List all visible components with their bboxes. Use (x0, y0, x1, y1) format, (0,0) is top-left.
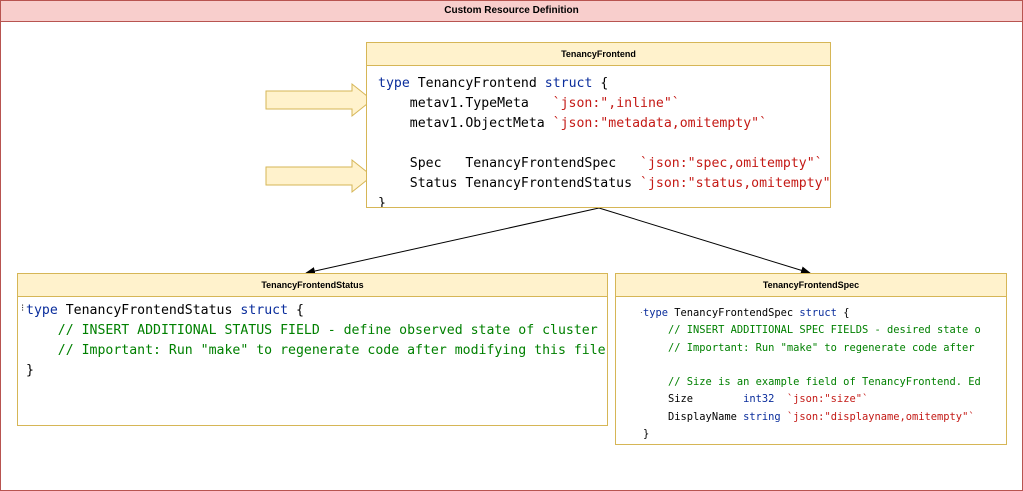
code-token: TenancyFrontendStatus (57, 303, 241, 318)
code-token: // Size is an example field of TenancyFr… (643, 376, 981, 389)
connector-to-spec (598, 207, 811, 275)
code-line: type TenancyFrontendSpec struct { (643, 307, 849, 319)
code-token: `json:"spec,omitempty"` (640, 156, 823, 171)
code-token: TenancyFrontendSpec (668, 307, 800, 319)
code-block: type TenancyFrontendSpec struct { // INS… (643, 305, 981, 443)
code-line: Size int32 `json:"size"` (643, 393, 868, 405)
code-line: type TenancyFrontendStatus struct { (26, 303, 304, 318)
code-token: int32 (743, 393, 775, 406)
right-arrow-icon (265, 158, 373, 194)
connector-to-status (305, 207, 600, 275)
tenancy-frontend-box: TenancyFrontend type TenancyFrontend str… (366, 42, 831, 208)
code-block: type TenancyFrontend struct { metav1.Typ… (378, 74, 830, 207)
code-token: type (378, 76, 410, 91)
code-token: { (592, 76, 609, 91)
container-title: Custom Resource Definition (1, 1, 1022, 22)
code-token: `json:"size"` (786, 393, 869, 406)
code-token: struct (799, 307, 837, 319)
code-token: // INSERT ADDITIONAL SPEC FIELDS - desir… (643, 324, 981, 337)
code-token: metav1.ObjectMeta (378, 116, 553, 131)
code-token: type (643, 307, 669, 319)
tenancy-frontend-status-body: ⁝ type TenancyFrontendStatus struct { //… (18, 297, 607, 425)
code-block: type TenancyFrontendStatus struct { // I… (26, 301, 606, 381)
code-token: `json:"metadata,omitempty"` (552, 116, 768, 131)
code-token: // Important: Run "make" to regenerate c… (26, 343, 606, 358)
code-line: // Important: Run "make" to regenerate c… (643, 342, 975, 354)
tenancy-frontend-spec-title: TenancyFrontendSpec (616, 274, 1006, 297)
code-token: struct (240, 303, 289, 318)
code-line: metav1.TypeMeta `json:",inline"` (378, 96, 680, 111)
code-line: } (26, 363, 34, 378)
code-line: metav1.ObjectMeta `json:"metadata,omitem… (378, 116, 767, 131)
code-token (774, 393, 787, 405)
code-token: type (26, 303, 58, 318)
tenancy-frontend-spec-box: TenancyFrontendSpec · type TenancyFronte… (615, 273, 1007, 445)
code-token: DisplayName (643, 410, 744, 423)
code-token: string (743, 410, 781, 423)
code-token: // Important: Run "make" to regenerate c… (643, 341, 975, 354)
code-token: struct (544, 76, 593, 91)
code-line: } (643, 428, 649, 440)
text-cursor-icon: · (640, 308, 643, 317)
code-line: DisplayName string `json:"displayname,om… (643, 411, 975, 423)
tenancy-frontend-spec-body: · type TenancyFrontendSpec struct { // I… (616, 297, 1006, 444)
code-line: // Important: Run "make" to regenerate c… (26, 343, 606, 358)
code-line: // INSERT ADDITIONAL STATUS FIELD - defi… (26, 323, 598, 338)
code-line: type TenancyFrontend struct { (378, 76, 608, 91)
code-token: } (26, 363, 34, 378)
code-token: { (288, 303, 304, 318)
code-token: `json:"displayname,omitempty"` (786, 410, 975, 423)
tenancy-frontend-body: type TenancyFrontend struct { metav1.Typ… (367, 66, 830, 207)
code-token: } (643, 428, 650, 441)
code-token: TenancyFrontend (409, 76, 545, 91)
code-token: Spec TenancyFrontendSpec (378, 156, 641, 171)
code-line: // INSERT ADDITIONAL SPEC FIELDS - desir… (643, 324, 981, 336)
code-token: } (378, 196, 386, 207)
code-line: } (378, 196, 386, 207)
code-line: // Size is an example field of TenancyFr… (643, 376, 981, 388)
code-token: Size (643, 393, 744, 406)
code-token: metav1.TypeMeta (378, 96, 553, 111)
right-arrow-icon (265, 82, 373, 118)
code-token: { (836, 307, 850, 319)
code-token: Status TenancyFrontendStatus (378, 176, 641, 191)
tenancy-frontend-title: TenancyFrontend (367, 43, 830, 66)
code-token: `json:",inline"` (552, 96, 680, 111)
code-line: Spec TenancyFrontendSpec `json:"spec,omi… (378, 156, 823, 171)
code-token: `json:"status,omitempty"` (640, 176, 830, 191)
text-cursor-icon: ⁝ (21, 303, 25, 314)
code-token: // INSERT ADDITIONAL STATUS FIELD - defi… (26, 323, 598, 338)
tenancy-frontend-status-box: TenancyFrontendStatus ⁝ type TenancyFron… (17, 273, 608, 426)
tenancy-frontend-status-title: TenancyFrontendStatus (18, 274, 607, 297)
code-line: Status TenancyFrontendStatus `json:"stat… (378, 176, 830, 191)
